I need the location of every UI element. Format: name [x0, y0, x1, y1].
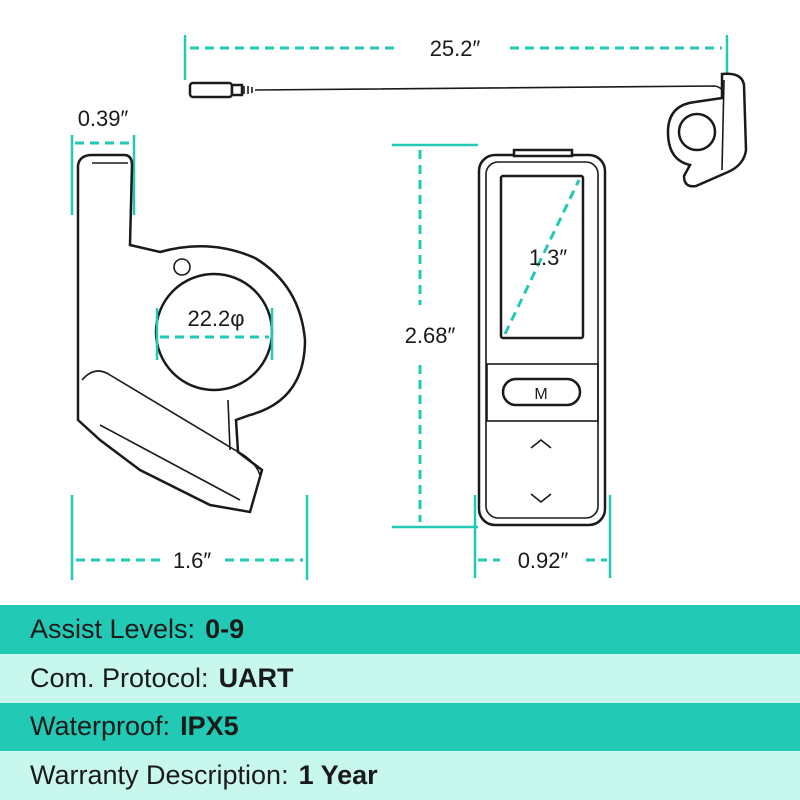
display-diagonal-label: 1.3″: [529, 245, 568, 270]
unit-height-label: 2.68″: [405, 323, 456, 348]
spec-value: UART: [218, 662, 294, 693]
spec-row-com-protocol: Com. Protocol: UART: [0, 653, 800, 703]
cable: [188, 81, 726, 99]
spec-row-warranty: Warranty Description: 1 Year: [0, 751, 800, 800]
cable-length-label: 25.2″: [430, 36, 481, 61]
spec-value: IPX5: [180, 711, 239, 742]
spec-value: 1 Year: [298, 760, 378, 791]
unit-width-label: 0.92″: [518, 548, 569, 573]
mode-button-label: M: [534, 386, 547, 403]
spec-row-assist-levels: Assist Levels: 0-9: [0, 605, 800, 654]
spec-label: Warranty Description:: [30, 760, 289, 791]
spec-label: Com. Protocol:: [30, 662, 209, 693]
spec-value: 0-9: [205, 613, 245, 644]
spec-label: Waterproof:: [30, 711, 171, 742]
cable-length-dimension: 25.2″: [183, 35, 729, 80]
clamp-side-view: 0.39″ 22.2φ 1.6″: [70, 106, 309, 580]
display-unit-front-view: 2.68″ 1.3″ M 0.92″: [392, 143, 612, 578]
chevron-up-icon[interactable]: [530, 438, 552, 449]
chevron-down-icon[interactable]: [530, 493, 552, 504]
small-clamp-icon: [666, 72, 748, 188]
mode-button[interactable]: [501, 377, 582, 407]
product-dimension-diagram: .dash { stroke:#22c9b4; stroke-width:3; …: [70, 35, 748, 580]
spec-label: Assist Levels:: [30, 613, 196, 644]
clamp-thickness-label: 0.39″: [78, 106, 129, 131]
clamp-diameter-label: 22.2φ: [187, 306, 244, 331]
spec-table: Assist Levels: 0-9 Com. Protocol: UART W…: [0, 605, 800, 800]
clamp-width-label: 1.6″: [173, 548, 212, 573]
spec-row-waterproof: Waterproof: IPX5: [0, 702, 800, 752]
